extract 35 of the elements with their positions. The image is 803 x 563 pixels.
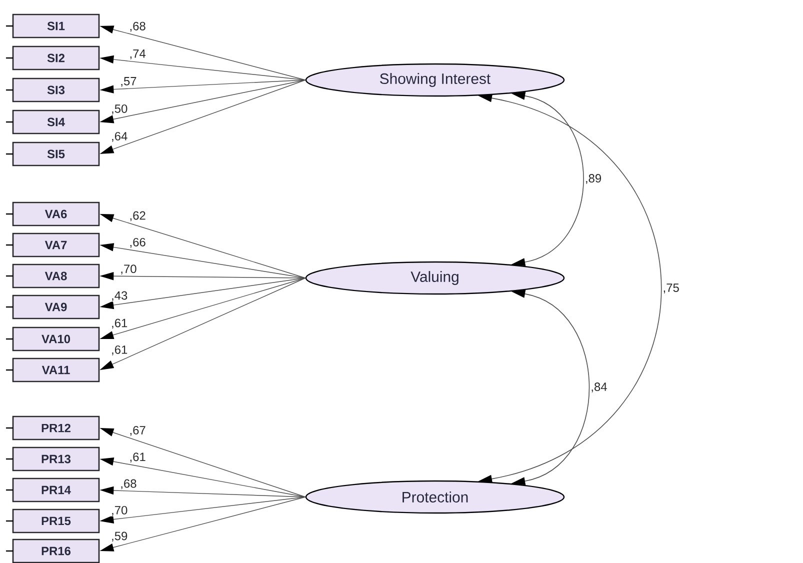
indicator-box: SI3 bbox=[6, 78, 100, 102]
edge-label: ,89 bbox=[584, 173, 602, 185]
edge-label: ,70 bbox=[120, 264, 138, 276]
edge-label: ,61 bbox=[110, 318, 128, 330]
indicator-box: SI1 bbox=[6, 14, 100, 38]
indicator-box: VA8 bbox=[6, 264, 100, 288]
indicator-box: VA7 bbox=[6, 232, 100, 258]
indicator-box: PR12 bbox=[6, 416, 100, 440]
edge-label: ,57 bbox=[120, 76, 138, 88]
edge-label: ,84 bbox=[590, 382, 608, 394]
indicator-box: VA11 bbox=[6, 358, 100, 382]
indicator-box: SI2 bbox=[6, 46, 100, 70]
edge-label: ,68 bbox=[128, 21, 146, 32]
indicator-box: SI4 bbox=[6, 110, 100, 134]
edge-label: ,66 bbox=[128, 237, 146, 248]
edge-label: ,43 bbox=[110, 290, 128, 302]
indicator-box: PR15 bbox=[6, 508, 100, 534]
edge-label: ,68 bbox=[120, 478, 138, 490]
edge-label: ,59 bbox=[110, 531, 128, 542]
indicator-box: PR13 bbox=[6, 446, 100, 472]
indicator-box: VA6 bbox=[6, 202, 100, 226]
indicator-box: VA9 bbox=[6, 294, 100, 320]
edge-label: ,61 bbox=[128, 452, 146, 464]
edge-label: ,74 bbox=[128, 48, 146, 60]
edge-label: ,64 bbox=[110, 131, 128, 142]
indicator-box: PR16 bbox=[6, 538, 100, 563]
edge-label: ,50 bbox=[110, 104, 128, 115]
edge-label: ,75 bbox=[662, 283, 680, 294]
indicator-box: VA10 bbox=[6, 326, 100, 352]
edge-label: ,70 bbox=[110, 505, 128, 516]
edge-label: ,61 bbox=[110, 344, 128, 356]
indicator-box: SI5 bbox=[6, 142, 100, 166]
edge-label: ,67 bbox=[128, 425, 146, 436]
edge-label: ,62 bbox=[128, 210, 146, 222]
indicator-box: PR14 bbox=[6, 478, 100, 502]
